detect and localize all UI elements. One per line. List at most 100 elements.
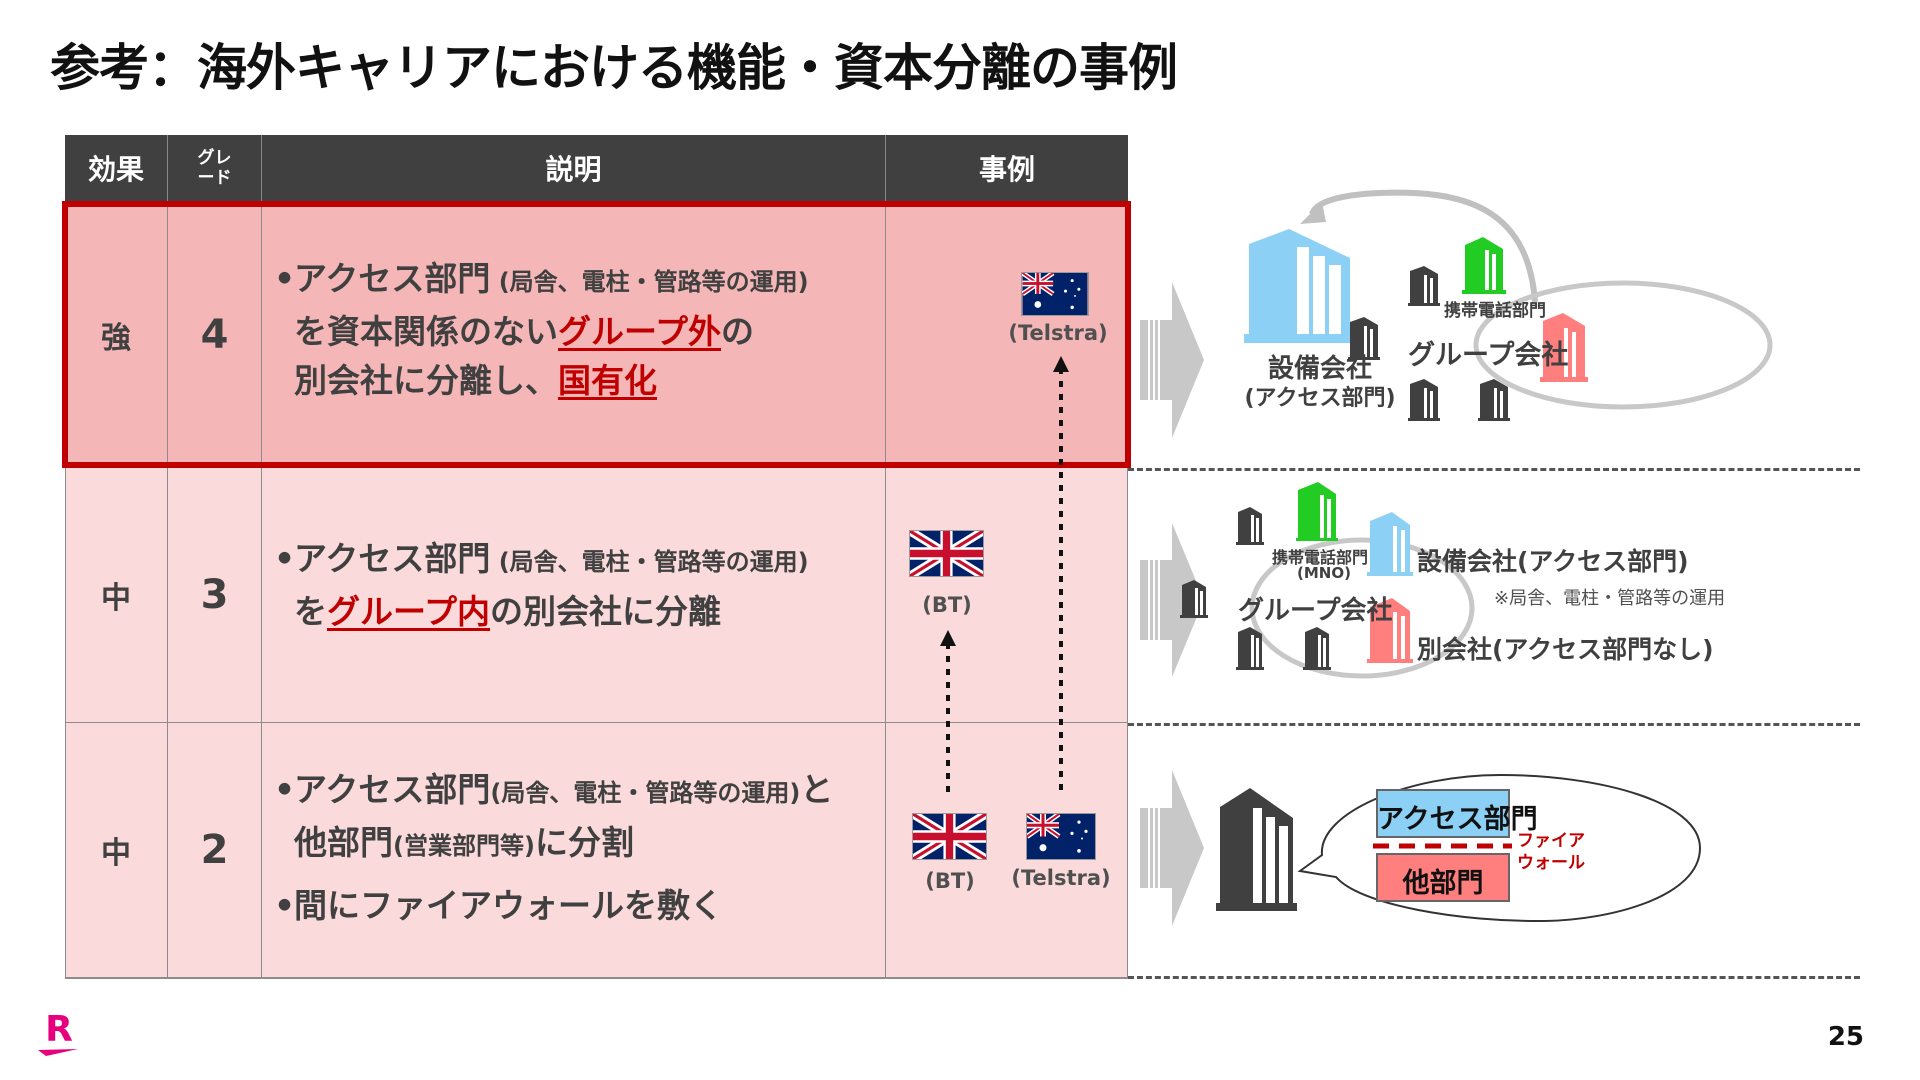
- table-row-grade-3: 中 3 •アクセス部門 (局舎、電柱・管路等の運用) をグループ内の別会社に分離: [65, 468, 1128, 723]
- group-company-label: グループ会社: [1408, 340, 1569, 371]
- group-company-building-icon: [1408, 266, 1440, 306]
- access-dept-box: [1376, 789, 1510, 838]
- header-grade-line2: ード: [197, 168, 232, 188]
- desc-text: に分割: [534, 822, 634, 862]
- other-dept-label: 他部門: [1402, 868, 1484, 899]
- desc-note: (局舎、電柱・管路等の運用): [490, 778, 801, 807]
- right-arrow-icon: [1140, 282, 1204, 438]
- header-description: 説明: [262, 135, 886, 201]
- right-arrow-icon: [1140, 523, 1204, 677]
- group-company-building-icon: [1478, 379, 1510, 421]
- grade-cell: 4: [168, 201, 262, 468]
- mobile-dept-building-icon: [1462, 237, 1506, 294]
- desc-main: アクセス部門: [294, 539, 491, 578]
- grade-cell: 3: [168, 468, 262, 722]
- description-cell: •アクセス部門(局舎、電柱・管路等の運用)と 他部門(営業部門等)に分割 •間に…: [262, 723, 886, 977]
- other-company-building-icon: [1367, 598, 1413, 663]
- effect-cell: 中: [65, 468, 168, 722]
- desc-emphasis: グループ内: [327, 592, 491, 631]
- header-effect-label: 効果: [87, 153, 144, 186]
- header-example-label: 事例: [978, 153, 1035, 186]
- bullet: •: [274, 539, 296, 578]
- description-text: •アクセス部門(局舎、電柱・管路等の運用)と 他部門(営業部門等)に分割 •間に…: [274, 765, 833, 930]
- desc-note: (局舎、電柱・管路等の運用): [490, 548, 809, 576]
- access-dept-label: アクセス部門: [1377, 804, 1538, 835]
- brand-logo-swoosh-icon: [38, 1049, 78, 1056]
- group-ellipse: [1249, 537, 1475, 679]
- group-company-label: グループ会社: [1238, 596, 1393, 626]
- group-company-building-icon: [1236, 627, 1264, 670]
- bullet: •: [274, 885, 296, 925]
- carrier-building-icon: [1216, 788, 1297, 911]
- facility-company-note: ※局舎、電柱・管路等の運用: [1494, 588, 1726, 609]
- facility-company-label: 設備会社(アクセス部門): [1417, 547, 1689, 576]
- group-company-building-icon: [1408, 379, 1440, 421]
- desc-text: の別会社に分離: [490, 592, 722, 631]
- desc-text: の: [721, 312, 755, 351]
- desc-main: アクセス部門: [294, 259, 491, 298]
- example-label: (BT): [922, 593, 972, 617]
- example-label: (Telstra): [1011, 866, 1111, 890]
- description-text: •アクセス部門 (局舎、電柱・管路等の運用) をグループ内の別会社に分離: [274, 534, 809, 636]
- description-cell: •アクセス部門 (局舎、電柱・管路等の運用) をグループ内の別会社に分離: [262, 468, 886, 722]
- desc-main: 他部門: [294, 822, 393, 862]
- other-company-label: 別会社(アクセス部門なし): [1417, 635, 1714, 664]
- desc-text: 別会社に分離し、: [294, 361, 558, 400]
- page-number: 25: [1827, 1022, 1864, 1052]
- table-right-border: [1127, 201, 1128, 977]
- spin-off-curved-arrow: [1300, 189, 1538, 303]
- header-description-label: 説明: [545, 153, 602, 186]
- brand-logo: R: [38, 1012, 80, 1058]
- header-example: 事例: [886, 135, 1128, 201]
- description-text: •アクセス部門 (局舎、電柱・管路等の運用) を資本関係のないグループ外の 別会…: [274, 254, 809, 405]
- effect-cell: 中: [65, 723, 168, 977]
- effect-cell: 強: [65, 201, 168, 468]
- desc-text: と: [800, 769, 834, 809]
- mobile-dept-building-icon: [1296, 482, 1338, 541]
- comparison-table: 効果 グレード 説明 事例 強 4 •アクセス部門 (局舎、電柱・管路等の運用)…: [65, 135, 1128, 979]
- bullet: •: [274, 769, 296, 809]
- separator-line: [1128, 976, 1860, 979]
- example-label: (Telstra): [1008, 321, 1108, 345]
- other-dept-box: [1376, 853, 1510, 902]
- desc-emphasis: 国有化: [558, 361, 657, 400]
- group-company-building-icon: [1348, 317, 1380, 360]
- right-arrow-icon: [1140, 770, 1204, 926]
- header-effect: 効果: [65, 135, 168, 201]
- australia-flag-icon: [1021, 272, 1089, 316]
- facility-company-label: 設備会社: [1267, 354, 1372, 384]
- facility-company-building-icon: [1244, 229, 1356, 343]
- uk-flag-icon: [909, 530, 984, 577]
- grade-cell: 2: [168, 723, 262, 977]
- group-company-building-icon: [1303, 627, 1331, 670]
- table-row-grade-4: 強 4 •アクセス部門 (局舎、電柱・管路等の運用) を資本関係のないグループ外…: [65, 201, 1128, 468]
- firewall-label-line2: ウォール: [1517, 853, 1585, 873]
- desc-note: (営業部門等): [393, 831, 535, 860]
- highlight-frame: [62, 201, 1131, 468]
- group-company-building-icon: [1180, 580, 1208, 618]
- brand-logo-letter: R: [45, 1009, 73, 1050]
- australia-flag-icon: [1026, 813, 1096, 860]
- header-grade-line1: グレ: [197, 148, 232, 168]
- facility-company-sublabel: (アクセス部門): [1244, 386, 1396, 411]
- desc-main: アクセス部門: [294, 769, 491, 809]
- page-title: 参考：海外キャリアにおける機能・資本分離の事例: [50, 39, 1178, 97]
- firewall-label-line1: ファイア: [1517, 831, 1585, 851]
- separator-line: [1128, 468, 1860, 471]
- mobile-dept-sublabel: (MNO): [1297, 564, 1351, 582]
- uk-flag-icon: [912, 813, 987, 860]
- facility-company-building-icon: [1367, 512, 1413, 576]
- desc-text: を資本関係のない: [294, 312, 558, 351]
- bullet: •: [274, 259, 296, 298]
- description-cell: •アクセス部門 (局舎、電柱・管路等の運用) を資本関係のないグループ外の 別会…: [262, 201, 886, 468]
- table-left-border: [65, 201, 66, 977]
- mobile-dept-label: 携帯電話部門: [1444, 301, 1546, 321]
- header-grade: グレード: [168, 135, 262, 201]
- desc-text: を: [294, 592, 327, 631]
- desc-main: 間にファイアウォールを敷く: [294, 885, 723, 925]
- mobile-dept-label: 携帯電話部門: [1272, 548, 1369, 567]
- desc-emphasis: グループ外: [558, 312, 722, 351]
- example-label: (BT): [925, 869, 975, 893]
- group-company-building-icon: [1236, 507, 1264, 545]
